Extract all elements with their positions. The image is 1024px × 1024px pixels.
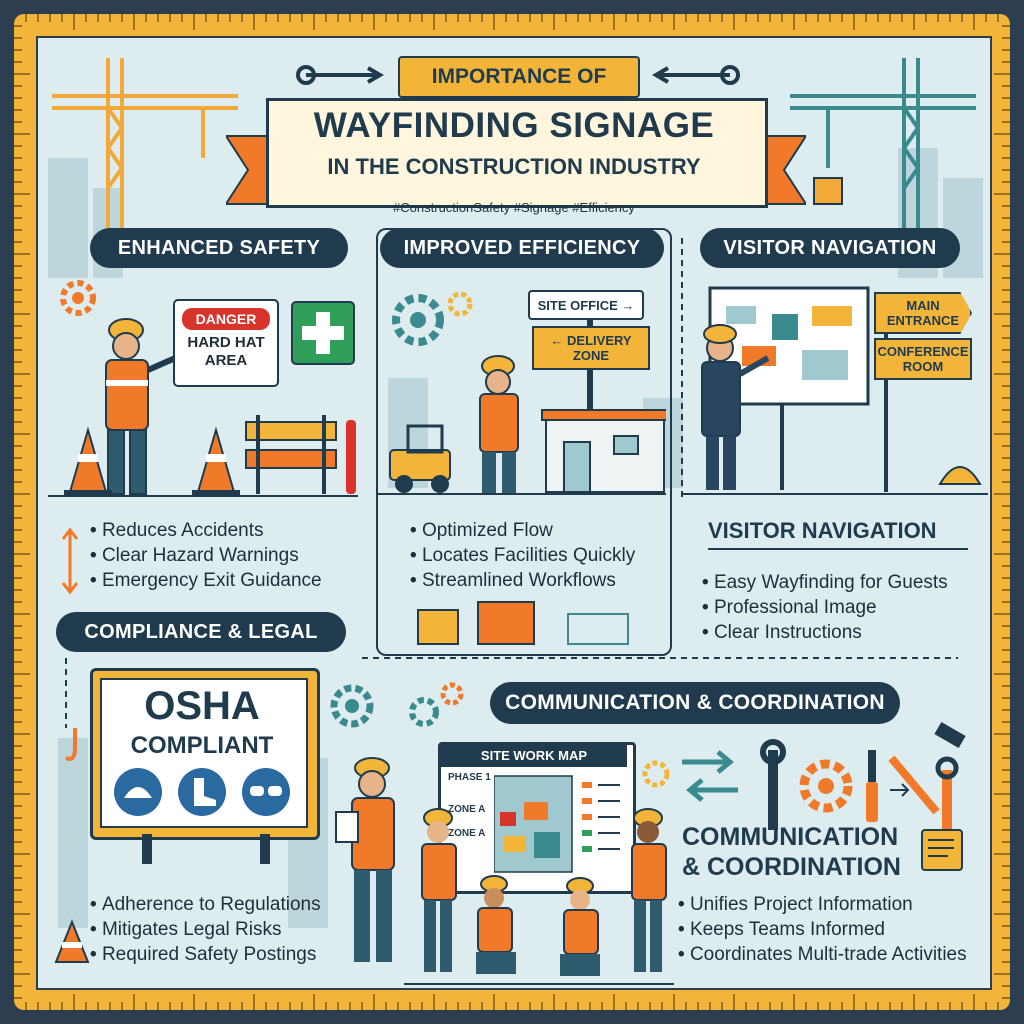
visitor-bullets: Easy Wayfinding for Guests Professional … [702,570,972,645]
gear-icon [642,760,670,788]
list-item: Required Safety Postings [90,942,360,967]
section-title-visitor: VISITOR NAVIGATION [700,228,960,268]
conference-room-sign: CONFERENCE ROOM [874,338,972,380]
safety-boot-icon [178,768,226,816]
crane-hook-icon [65,728,77,761]
communication-bullets: Unifies Project Information Keeps Teams … [678,892,978,967]
section-title-compliance: COMPLIANCE & LEGAL [56,612,346,652]
site-office-sign: SITE OFFICE → [528,290,644,320]
safety-goggles-icon [242,768,290,816]
compliant-label: COMPLIANT [130,732,274,759]
wrench-right-icon [650,64,740,91]
wrench-icon [760,739,786,830]
adjustable-wrench-icon [935,756,959,830]
list-item: Adherence to Regulations [90,892,360,917]
section-title-safety: ENHANCED SAFETY [90,228,348,268]
list-item: Optimized Flow [410,518,662,543]
hard-hat-area-label: HARD HAT AREA [187,334,265,369]
worker-figure [476,875,516,974]
list-item: Reduces Accidents [90,518,360,543]
exchange-arrows-icon [682,750,738,802]
list-item: Streamlined Workflows [410,568,662,593]
page-subtitle: IN THE CONSTRUCTION INDUSTRY [327,154,701,179]
gear-icon [392,294,444,346]
screwdriver-icon [866,750,878,822]
tools-illustration [642,721,966,830]
traffic-cone-icon [64,426,112,496]
communication-workers [404,808,674,985]
list-item: Unifies Project Information [678,892,978,917]
traffic-cone-icon [192,426,240,496]
safety-illustration [48,280,358,497]
list-item: Clear Hazard Warnings [90,543,360,568]
efficiency-bullets: Optimized Flow Locates Facilities Quickl… [410,518,662,593]
crane-left-icon [52,58,238,233]
compliance-bullets: Adherence to Regulations Mitigates Legal… [90,892,360,967]
first-aid-sign-icon [291,301,355,365]
list-item: Professional Image [702,595,972,620]
osha-sign-posts [142,834,270,864]
map-phase-label: PHASE 1 [448,772,491,783]
site-office-building [541,409,666,493]
osha-label: OSHA [144,684,260,728]
arrow-right-icon [890,783,910,797]
traffic-cone-icon [54,919,90,963]
wrench-left-icon [296,64,386,91]
section-title-communication: COMMUNICATION & COORDINATION [490,682,900,724]
hard-hat-icon [114,768,162,816]
crane-right-icon [790,58,976,233]
main-entrance-sign: MAIN ENTRANCE [874,292,972,334]
double-arrow-icon [60,526,80,601]
visitor-figure [701,324,770,490]
hard-hat-icon [938,466,982,485]
list-item: Keeps Teams Informed [678,917,978,942]
ruler-ticks [14,14,1010,1010]
worker-figure [479,355,519,494]
visitor-subheading: VISITOR NAVIGATION [708,518,968,550]
gear-icon [447,291,473,317]
hammer-icon [888,721,966,815]
gear-icon [330,684,374,728]
danger-sign [173,299,279,387]
forklift-icon [389,424,451,493]
visitor-illustration [682,286,988,495]
header-title-box [266,98,768,208]
danger-label: DANGER [195,311,257,327]
fire-extinguisher-icon [346,420,356,494]
communication-heading-line2: & COORDINATION [682,853,901,881]
list-item: Clear Instructions [702,620,972,645]
communication-heading: COMMUNICATION & COORDINATION [682,822,932,882]
hashtags: #ConstructionSafety #Signage #Efficiency [393,200,635,215]
list-item: Emergency Exit Guidance [90,568,360,593]
site-map-graphic [494,775,620,873]
gear-icon [799,759,853,813]
barrier-icon [245,415,337,494]
worker-figure [631,808,667,972]
gears-small-icon [409,682,464,727]
worker-figure [560,877,600,976]
communication-heading-line1: COMMUNICATION [682,823,899,851]
delivery-zone-sign: ← DELIVERY ZONE [532,326,650,370]
list-item: Locates Facilities Quickly [410,543,662,568]
list-item: Mitigates Legal Risks [90,917,360,942]
section-title-efficiency: IMPROVED EFFICIENCY [380,228,664,268]
list-item: Coordinates Multi-trade Activities [678,942,978,967]
list-item: Easy Wayfinding for Guests [702,570,972,595]
map-zone-label: ZONE A [448,804,486,815]
page-title: WAYFINDING SIGNAGE [313,106,715,145]
document-icon [921,829,963,871]
infographic-panel: IMPORTANCE OF WAYFINDING SIGNAGE IN THE … [36,36,992,990]
safety-bullets: Reduces Accidents Clear Hazard Warnings … [90,518,360,593]
gear-icon [60,280,96,316]
header-kicker: IMPORTANCE OF [398,56,640,98]
ppe-icons [114,768,290,816]
efficiency-boxes [417,601,629,645]
worker-figure [421,808,457,972]
worker-figure [105,318,200,495]
site-work-map-title: SITE WORK MAP [441,745,627,767]
map-zone-label: ZONE A [448,828,486,839]
